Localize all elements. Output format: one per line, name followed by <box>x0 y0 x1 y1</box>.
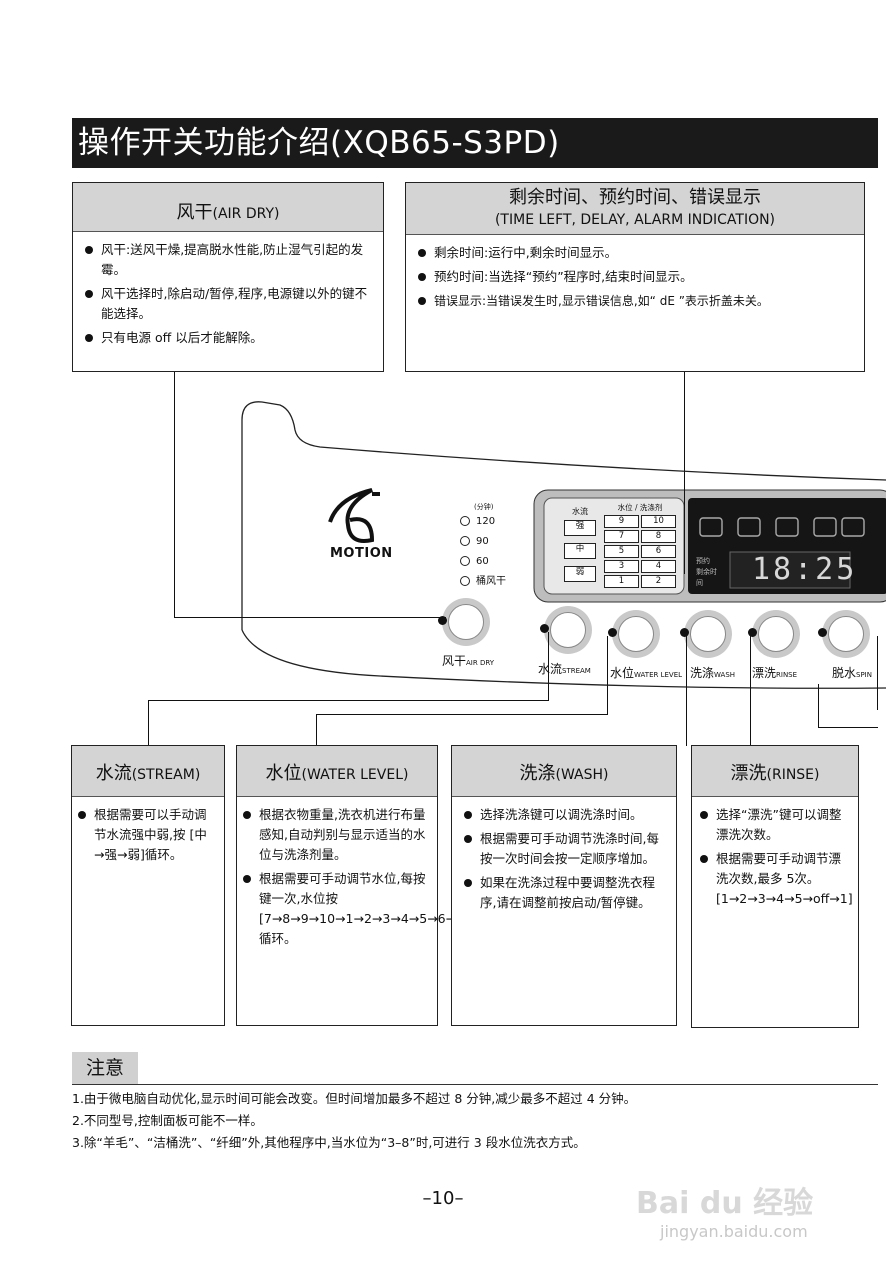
level-key[interactable]: 5 <box>604 545 639 558</box>
wash-button[interactable] <box>680 610 732 658</box>
connector-line <box>316 714 608 716</box>
stream-button[interactable] <box>540 606 592 654</box>
notes-list: 1.由于微电脑自动优化,显示时间可能会改变。但时间增加最多不超过 8 分钟,减少… <box>72 1088 878 1154</box>
air-dry-title-en: (AIR DRY) <box>212 206 280 222</box>
rinse-box: 漂洗(RINSE) 选择“漂洗”键可以调整漂洗次数。 根据需要可手动调节漂洗次数… <box>691 745 859 1028</box>
water-level-button[interactable] <box>608 610 660 658</box>
list-item: 根据衣物重量,洗衣机进行布量感知,自动判别与显示适当的水位与洗涤剂量。 <box>239 805 429 865</box>
level-key[interactable]: 9 <box>604 515 639 528</box>
logo-text: MOTION <box>330 546 393 561</box>
note-item: 2.不同型号,控制面板可能不一样。 <box>72 1113 263 1128</box>
connector-line <box>548 632 550 701</box>
wash-box: 洗涤(WASH) 选择洗涤键可以调洗涤时间。 根据需要可手动调节洗涤时间,每按一… <box>451 745 677 1026</box>
time-display-box: 剩余时间、预约时间、错误显示 (TIME LEFT, DELAY, ALARM I… <box>405 182 865 372</box>
time-left-label: 剩余时间 <box>696 568 717 587</box>
stream-keys: 水流 强 中 弱 <box>560 506 600 582</box>
delay-label: 预约 <box>696 557 710 565</box>
air-dry-button-label: 风干AIR DRY <box>442 654 495 668</box>
water-level-box: 水位(WATER LEVEL) 根据衣物重量,洗衣机进行布量感知,自动判别与显示… <box>236 745 481 1026</box>
stream-key[interactable]: 中 <box>564 543 596 559</box>
list-item: 风干选择时,除启动/暂停,程序,电源键以外的键不能选择。 <box>81 284 371 324</box>
notes-title: 注意 <box>72 1052 138 1084</box>
list-item: 剩余时间:运行中,剩余时间显示。 <box>414 243 856 263</box>
dry-options: (分钟) 120 90 60 桶风干 <box>460 502 506 592</box>
level-key[interactable]: 3 <box>604 560 639 573</box>
air-dry-button[interactable] <box>438 598 490 646</box>
level-key[interactable]: 7 <box>604 530 639 543</box>
stream-button-label: 水流STREAM <box>538 662 591 676</box>
list-item: 根据需要可手动调节洗涤时间,每按一次时间会按一定顺序增加。 <box>460 829 668 869</box>
time-display-title: 剩余时间、预约时间、错误显示 <box>509 187 761 208</box>
level-key[interactable]: 1 <box>604 575 639 588</box>
list-item: 根据需要可以手动调节水流强中弱,按 [中→强→弱]循环。 <box>74 805 216 865</box>
list-item: 风干:送风干燥,提高脱水性能,防止湿气引起的发霉。 <box>81 240 371 280</box>
level-key[interactable]: 6 <box>641 545 676 558</box>
level-key[interactable]: 4 <box>641 560 676 573</box>
dry-option[interactable]: 90 <box>460 532 506 552</box>
stream-key[interactable]: 强 <box>564 520 596 536</box>
level-key[interactable]: 8 <box>641 530 676 543</box>
page-title: 操作开关功能介绍(XQB65-S3PD) <box>72 118 878 168</box>
connector-line <box>686 636 688 746</box>
connector-line <box>148 700 150 746</box>
connector-line <box>818 684 820 728</box>
connector-line <box>148 700 549 702</box>
dry-option[interactable]: 60 <box>460 552 506 572</box>
time-display-header: 剩余时间、预约时间、错误显示 (TIME LEFT, DELAY, ALARM I… <box>406 183 864 235</box>
time-display-title-en: (TIME LEFT, DELAY, ALARM INDICATION) <box>494 212 776 228</box>
connector-line <box>818 727 878 729</box>
list-item: 预约时间:当选择“预约”程序时,结束时间显示。 <box>414 267 856 287</box>
connector-line <box>877 636 879 710</box>
notes-rule <box>72 1084 878 1086</box>
list-item: 根据需要可手动调节水位,每按键一次,水位按[7→8→9→10→1→2→3→4→5… <box>239 869 481 949</box>
wash-header-box: 洗涤(WASH) <box>452 746 676 797</box>
air-dry-title: 风干 <box>176 202 213 223</box>
level-header: 水位 / 洗涤剂 <box>617 503 663 512</box>
watermark-brand: Bai du 经验 <box>636 1186 814 1221</box>
rinse-button[interactable] <box>748 610 800 658</box>
connector-line <box>684 372 686 574</box>
spin-button[interactable] <box>818 610 870 658</box>
list-item: 错误显示:当错误发生时,显示错误信息,如“ dE ”表示折盖未关。 <box>414 291 856 311</box>
connector-line <box>750 636 752 746</box>
clock-labels: 预约 剩余时间 <box>696 556 722 589</box>
note-item: 1.由于微电脑自动优化,显示时间可能会改变。但时间增加最多不超过 8 分钟,减少… <box>72 1091 637 1106</box>
connector-line <box>607 636 609 715</box>
rinse-button-label: 漂洗RINSE <box>752 666 798 680</box>
stream-header-box: 水流(STREAM) <box>72 746 224 797</box>
wash-button-label: 洗涤WASH <box>690 666 736 680</box>
connector-line <box>174 617 446 619</box>
rinse-header-box: 漂洗(RINSE) <box>692 746 858 797</box>
list-item: 根据需要可手动调节漂洗次数,最多 5次。[1→2→3→4→5→off→1] <box>696 849 853 909</box>
level-key[interactable]: 10 <box>641 515 676 528</box>
list-item: 只有电源 off 以后才能解除。 <box>81 328 371 348</box>
cycle-icons <box>699 517 865 537</box>
stream-header: 水流 <box>572 507 588 516</box>
list-item: 如果在洗涤过程中要调整洗衣程序,请在调整前按启动/暂停键。 <box>460 873 668 913</box>
level-key[interactable]: 2 <box>641 575 676 588</box>
water-level-header-box: 水位(WATER LEVEL) <box>237 746 437 797</box>
stream-key[interactable]: 弱 <box>564 566 596 582</box>
list-item: 选择“漂洗”键可以调整漂洗次数。 <box>696 805 850 845</box>
dry-unit: (分钟) <box>474 503 494 511</box>
note-item: 3.除“羊毛”、“洁桶洗”、“纤细”外,其他程序中,当水位为“3–8”时,可进行… <box>72 1135 586 1150</box>
watermark-url: jingyan.baidu.com <box>660 1222 808 1241</box>
connector-line <box>174 372 176 618</box>
dry-option[interactable]: 桶风干 <box>460 572 506 592</box>
dry-option[interactable]: 120 <box>460 512 506 532</box>
stream-box: 水流(STREAM) 根据需要可以手动调节水流强中弱,按 [中→强→弱]循环。 <box>71 745 225 1026</box>
time-display: 18:25 <box>752 552 858 587</box>
air-dry-box: 风干(AIR DRY) 风干:送风干燥,提高脱水性能,防止湿气引起的发霉。 风干… <box>72 182 384 372</box>
spin-button-label: 脱水SPIN <box>832 666 872 680</box>
air-dry-header: 风干(AIR DRY) <box>73 183 383 232</box>
list-item: 选择洗涤键可以调洗涤时间。 <box>460 805 668 825</box>
water-level-button-label: 水位WATER LEVEL <box>610 666 683 680</box>
connector-line <box>316 714 318 746</box>
page-number: –10– <box>422 1188 464 1209</box>
